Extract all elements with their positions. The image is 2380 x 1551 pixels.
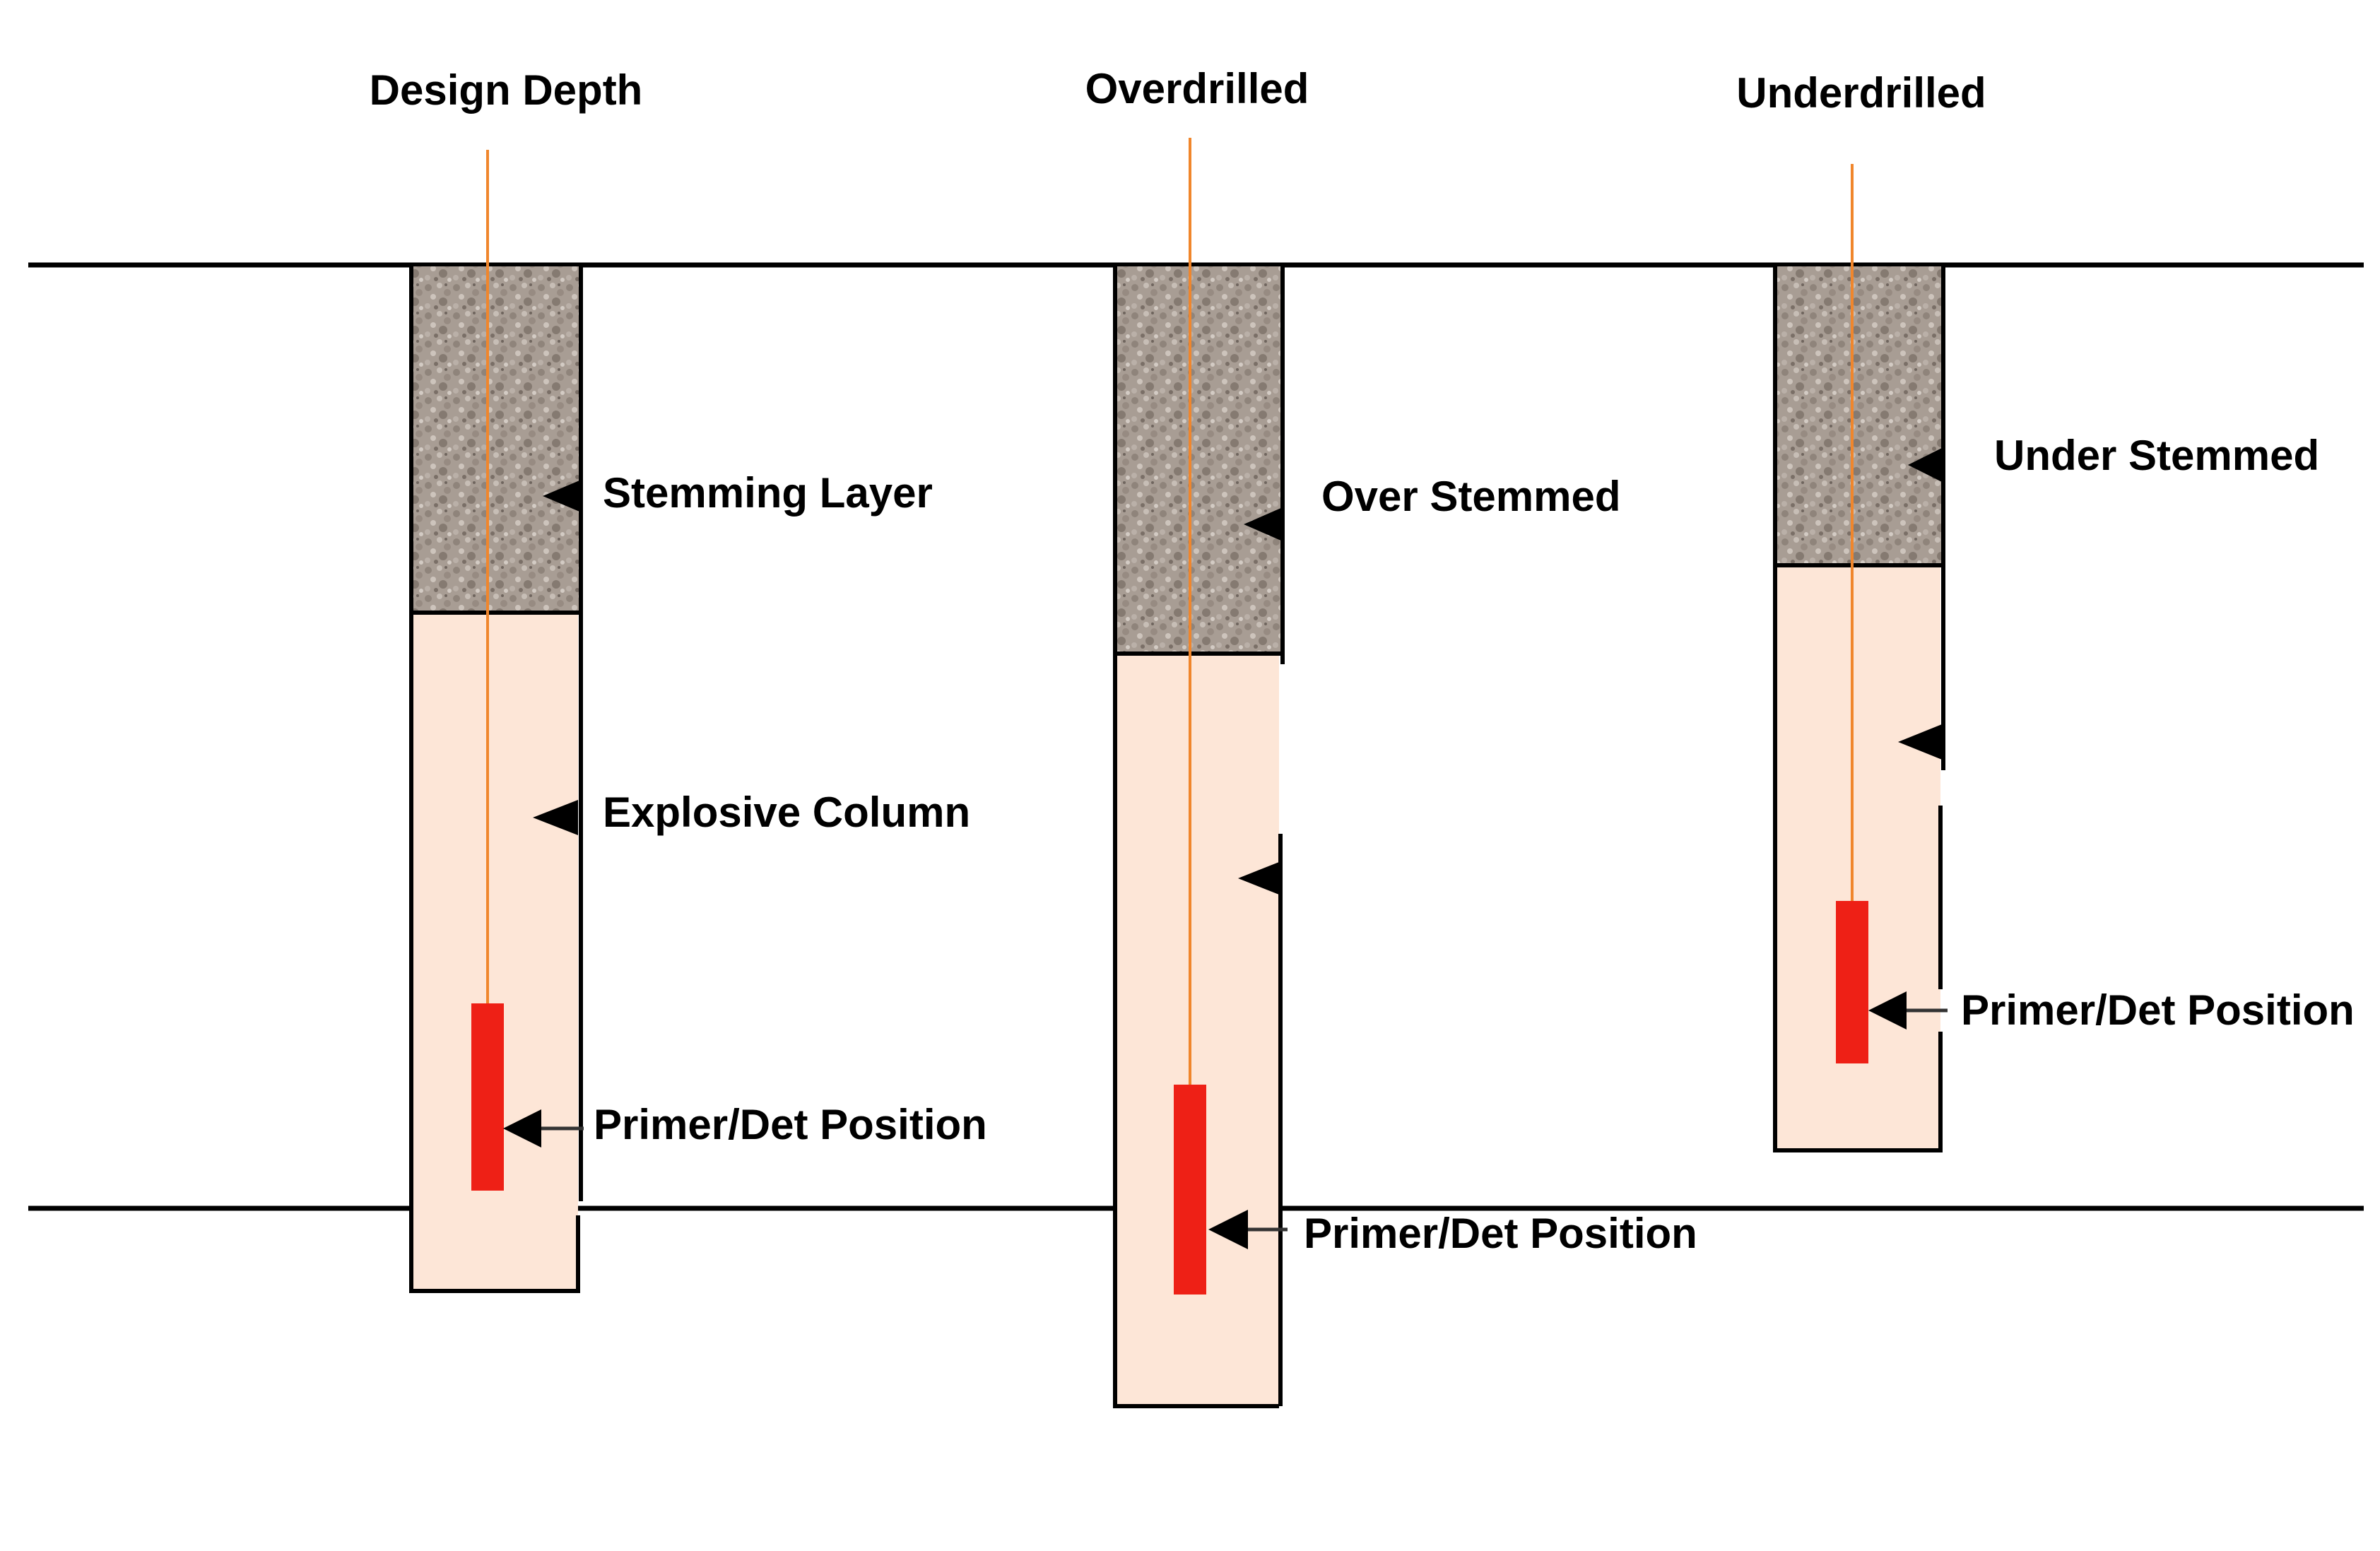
- blasthole-design-depth: Design Depth Stemming Layer Explosive Co…: [370, 66, 987, 1293]
- explosive-arrow-icon: [533, 800, 578, 835]
- hole-outline: [409, 266, 583, 1293]
- stemming-layer: [1115, 266, 1283, 654]
- primer-charge: [1174, 1085, 1206, 1295]
- primer-charge: [1836, 901, 1868, 1063]
- blasthole-underdrilled: Underdrilled Under Stemmed Primer/Det Po…: [1736, 69, 2355, 1152]
- column-title: Overdrilled: [1085, 65, 1309, 112]
- explosive-arrow-icon: [1238, 861, 1283, 896]
- stemming-label: Under Stemmed: [1994, 432, 2319, 479]
- column-title: Underdrilled: [1736, 69, 1986, 117]
- primer-label: Primer/Det Position: [594, 1101, 987, 1148]
- explosive-label: Explosive Column: [603, 789, 970, 836]
- stemming-arrow-icon: [1908, 447, 1943, 483]
- hole-outline: [1773, 266, 1945, 1152]
- primer-arrow-icon: [1208, 1210, 1248, 1249]
- explosive-arrow-icon: [1898, 724, 1942, 760]
- primer-label: Primer/Det Position: [1304, 1210, 1697, 1257]
- hole-outline: [1113, 266, 1285, 1408]
- stemming-arrow-icon: [1244, 507, 1283, 541]
- stemming-layer: [1775, 266, 1943, 565]
- stemming-label: Stemming Layer: [603, 469, 933, 517]
- column-title: Design Depth: [370, 66, 643, 114]
- primer-label: Primer/Det Position: [1961, 986, 2355, 1034]
- primer-charge: [471, 1003, 504, 1191]
- primer-arrow-icon: [1868, 991, 1907, 1030]
- blasthole-overdrilled: Overdrilled Over Stemmed Primer/Det Posi…: [1085, 65, 1697, 1408]
- stemming-label: Over Stemmed: [1321, 473, 1621, 520]
- stemming-layer: [411, 266, 579, 613]
- primer-arrow-icon: [503, 1109, 541, 1148]
- stemming-arrow-icon: [543, 480, 579, 512]
